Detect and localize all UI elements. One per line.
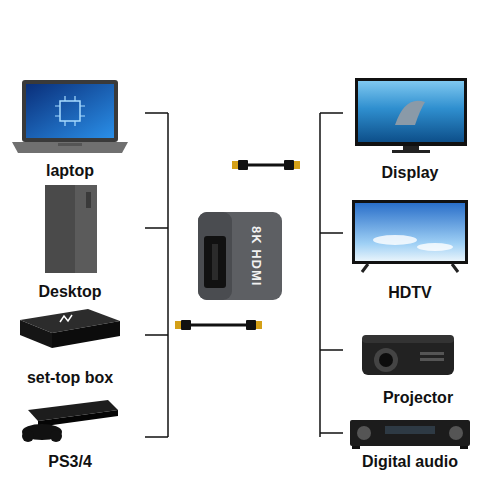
dolphin — [395, 101, 425, 125]
device-label: Desktop — [38, 283, 101, 301]
connector-tip — [294, 161, 300, 169]
connector-tip — [175, 321, 181, 329]
device-label: Projector — [383, 389, 453, 407]
bracket-line — [167, 113, 169, 437]
connector-housing — [181, 320, 191, 330]
connector-tip — [232, 161, 238, 169]
right-bracket — [320, 113, 343, 437]
amplifier-knob — [449, 426, 463, 440]
box-side — [52, 321, 120, 348]
hdtv-illustration — [352, 200, 468, 272]
laptop-hinge — [58, 143, 82, 146]
amplifier-foot — [352, 446, 360, 449]
connector-housing — [246, 320, 256, 330]
adapter-face — [198, 212, 232, 300]
laptop-frame — [22, 80, 118, 142]
projector-lens-glass — [379, 353, 393, 367]
controller-grip — [22, 430, 34, 442]
chip-pins — [55, 96, 85, 126]
source-device: set-top box — [5, 305, 135, 387]
device-label: set-top box — [27, 369, 113, 387]
bracket-ticks — [145, 113, 168, 437]
tower-front — [45, 185, 75, 273]
device-label: Display — [382, 164, 439, 182]
controller-grip — [50, 430, 62, 442]
amplifier-foot — [460, 446, 468, 449]
source-device: Desktop — [5, 183, 135, 301]
console-side — [38, 410, 118, 427]
source-device: PS3/4 — [5, 398, 135, 471]
console-illustration — [22, 400, 118, 442]
connector-tip — [256, 321, 262, 329]
device-label: 8K HDMI — [249, 226, 263, 286]
projector-vent — [420, 358, 444, 361]
device-label: HDTV — [388, 284, 432, 302]
box-front — [20, 320, 52, 348]
laptop-screen — [26, 84, 114, 138]
laptop-base — [12, 142, 128, 153]
laptop-illustration — [12, 80, 128, 153]
cable-wire — [191, 324, 246, 327]
projector-body — [362, 335, 454, 375]
port-tongue — [212, 244, 218, 280]
device-label: laptop — [46, 162, 94, 180]
tv-screen — [358, 81, 464, 142]
amplifier-body — [350, 420, 470, 446]
amplifier-knob — [357, 426, 371, 440]
display-device: Projector — [350, 330, 486, 407]
cloud — [417, 243, 453, 251]
tv-screen — [355, 203, 465, 261]
connector-housing — [284, 160, 294, 170]
desktop-illustration — [45, 185, 97, 273]
source-device: laptop — [5, 78, 135, 180]
amplifier-illustration — [350, 420, 470, 449]
tv-frame — [352, 200, 468, 264]
box-logo — [60, 315, 72, 322]
hdmi-port — [204, 236, 226, 288]
display-illustration — [355, 78, 467, 153]
hdmi-cable-bottom — [175, 320, 262, 330]
left-bracket — [145, 113, 168, 437]
connector-housing — [238, 160, 248, 170]
bracket-ticks — [320, 113, 343, 433]
device-label: PS3/4 — [48, 453, 92, 471]
chip-icon — [60, 101, 80, 121]
tower-buttons — [86, 192, 91, 208]
projector-illustration — [362, 335, 454, 375]
tv-legs — [362, 264, 458, 272]
adapter-label: 8K HDMI — [234, 218, 278, 294]
projector-top — [362, 335, 454, 343]
hdmi-adapter — [198, 212, 282, 300]
tv-stand — [403, 146, 419, 150]
projector-vent — [420, 352, 444, 355]
tv-frame — [355, 78, 467, 146]
cloud — [373, 235, 417, 245]
device-label: Digital audio — [362, 453, 458, 471]
set-top-box-illustration — [20, 309, 120, 348]
display-device: Digital audio — [345, 418, 475, 471]
hdmi-cable-top — [232, 160, 300, 170]
display-device: Display — [345, 76, 475, 182]
projector-lens — [374, 348, 398, 372]
adapter-body — [198, 212, 282, 300]
amplifier-display — [385, 426, 435, 434]
tv-base — [392, 150, 430, 153]
cable-wire — [248, 164, 284, 167]
tower-case — [45, 185, 97, 273]
bracket-line — [319, 113, 321, 437]
display-device: HDTV — [345, 198, 475, 302]
